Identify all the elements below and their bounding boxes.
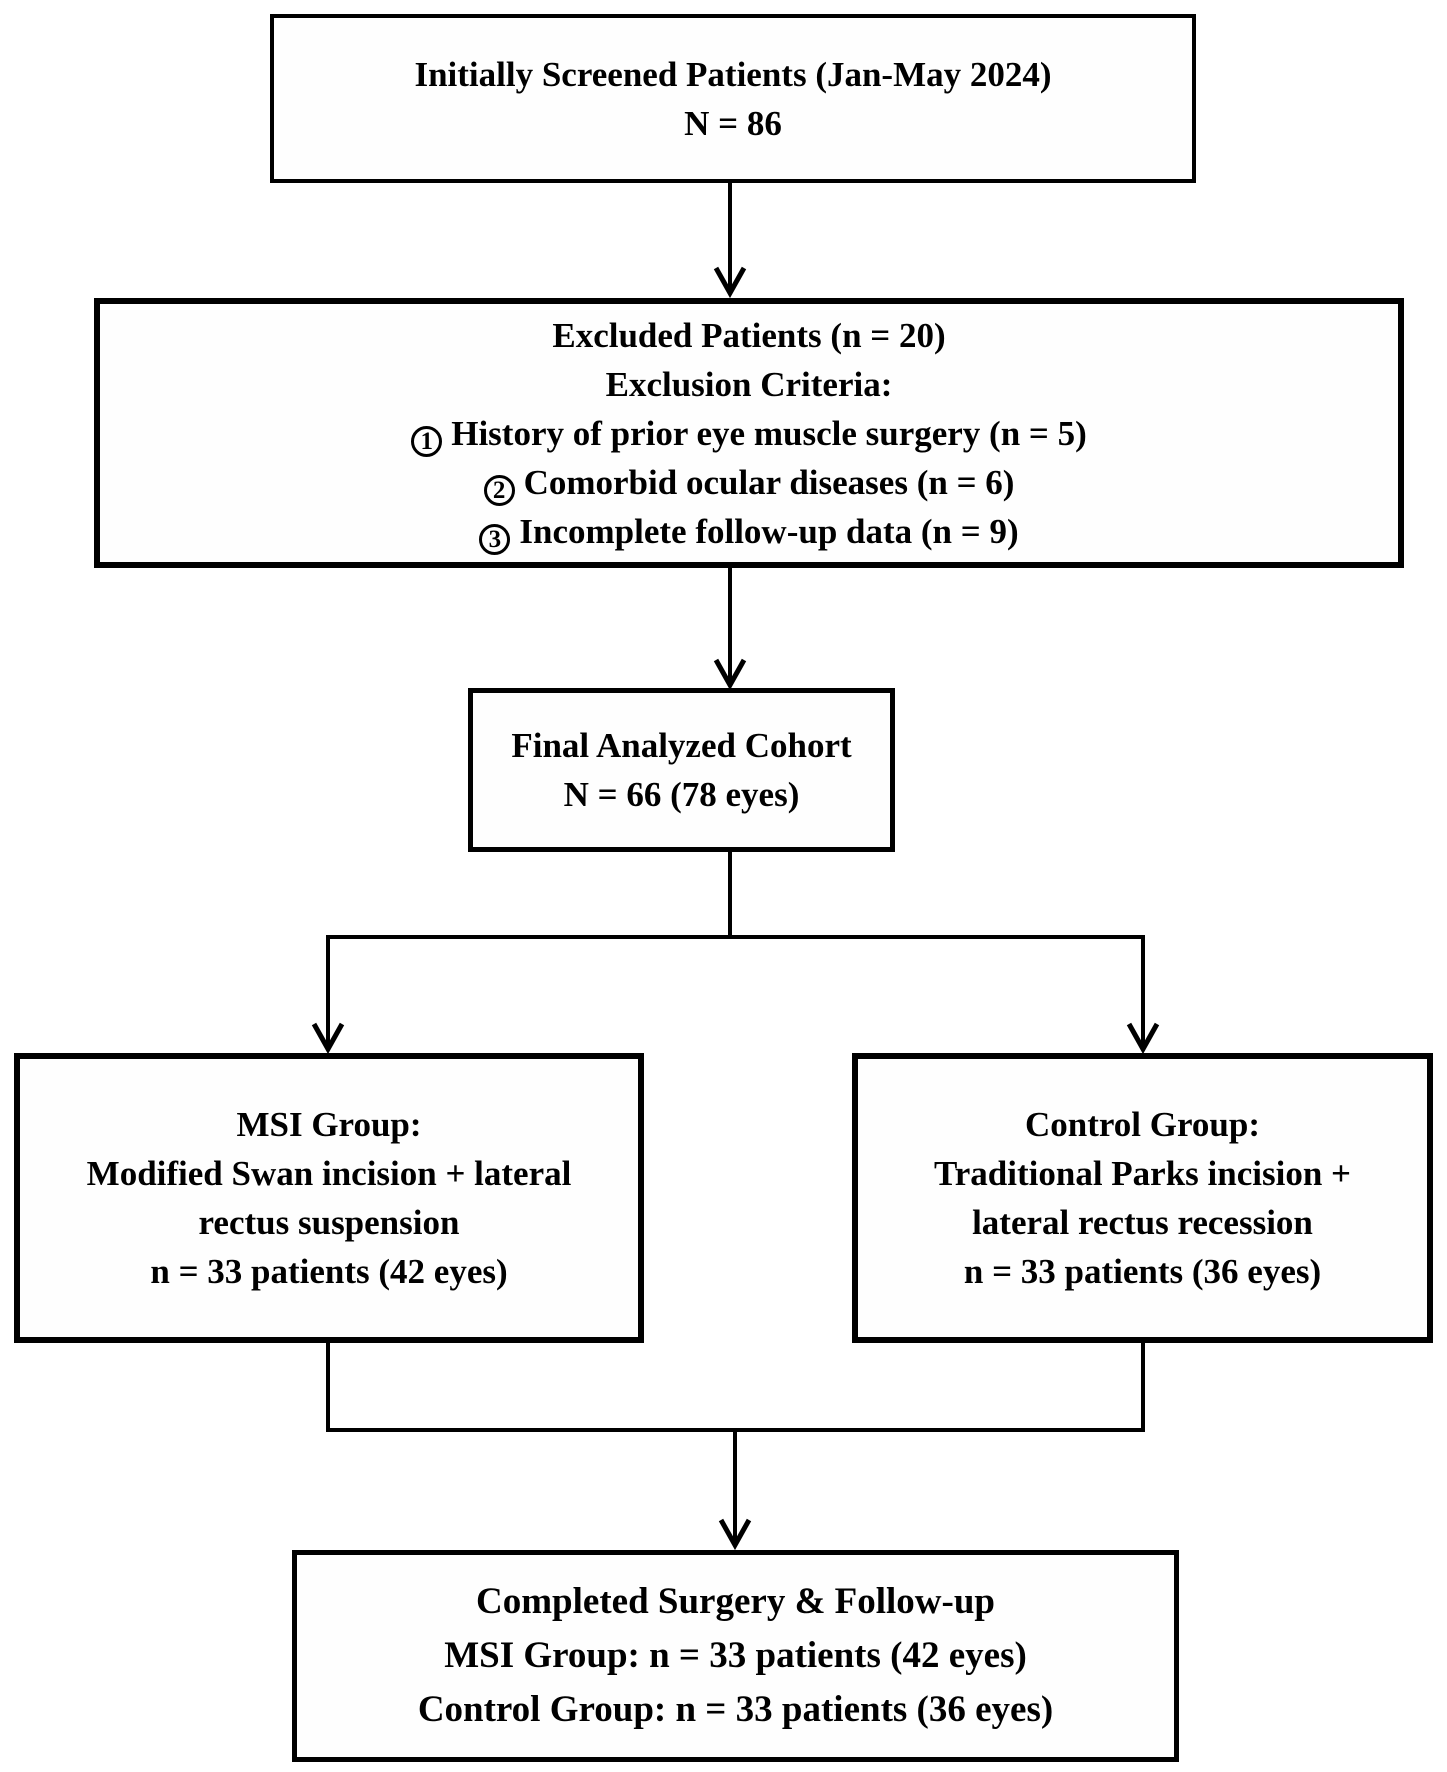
exclusion-criteria-heading: Exclusion Criteria: [605,364,893,404]
completed-control-count: Control Group: n = 33 patients (36 eyes) [417,1689,1054,1730]
cohort-title: Final Analyzed Cohort [511,726,852,765]
circled-number-3: 3 [479,523,511,555]
circled-number-2: 2 [483,474,515,506]
screened-box: Initially Screened Patients (Jan-May 202… [270,14,1196,183]
cohort-count: N = 66 (78 eyes) [563,775,800,814]
msi-group-desc-1: Modified Swan incision + lateral [86,1154,572,1193]
criterion-3-text: Incomplete follow-up data (n = 9) [519,511,1019,551]
control-group-box: Control Group: Traditional Parks incisio… [852,1053,1433,1343]
screened-count: N = 86 [684,103,782,143]
criterion-2-text: Comorbid ocular diseases (n = 6) [523,462,1015,502]
criterion-1-text: History of prior eye muscle surgery (n =… [451,413,1087,453]
control-group-title: Control Group: [1025,1105,1260,1144]
final-cohort-box: Final Analyzed Cohort N = 66 (78 eyes) [468,688,895,852]
msi-group-desc-2: rectus suspension [198,1203,460,1242]
msi-group-count: n = 33 patients (42 eyes) [150,1252,508,1291]
msi-group-title: MSI Group: [236,1105,422,1144]
control-group-desc-2: lateral rectus recession [972,1203,1313,1242]
msi-group-box: MSI Group: Modified Swan incision + late… [14,1053,644,1343]
completed-title: Completed Surgery & Follow-up [476,1581,995,1622]
control-group-count: n = 33 patients (36 eyes) [963,1252,1322,1291]
completed-box: Completed Surgery & Follow-up MSI Group:… [292,1550,1179,1762]
excluded-title: Excluded Patients (n = 20) [552,315,946,355]
excluded-box: Excluded Patients (n = 20) Exclusion Cri… [94,298,1404,568]
circled-number-1: 1 [411,425,443,457]
screened-title: Initially Screened Patients (Jan-May 202… [414,54,1052,94]
control-group-desc-1: Traditional Parks incision + [934,1154,1351,1193]
completed-msi-count: MSI Group: n = 33 patients (42 eyes) [444,1635,1027,1676]
